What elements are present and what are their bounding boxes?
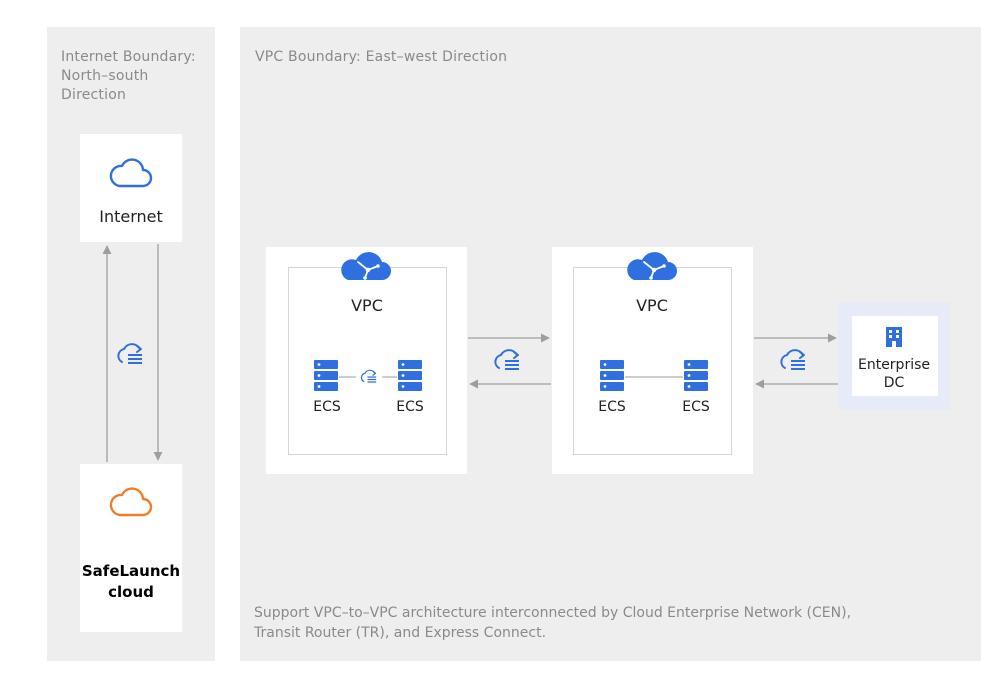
safelaunch-label: SafeLaunch cloud: [80, 561, 182, 603]
vpc-right-ecs-right-label: ECS: [682, 399, 710, 415]
safelaunch-label-line-1: SafeLaunch: [81, 562, 181, 580]
internet-label: Internet: [99, 207, 163, 226]
vpc-right-ecs-right-server-icon: [684, 360, 708, 391]
safelaunch-label-line-2: cloud: [108, 583, 154, 601]
vpc-right-ecs-left-server-icon: [600, 360, 624, 391]
vpc-interconnect-icon: [494, 349, 520, 370]
enterprise-dc-label-line-1: Enterprise: [857, 357, 931, 373]
enterprise-dc-label: Enterprise DC: [838, 356, 950, 392]
caption-line-1: Support VPC–to–VPC architecture intercon…: [254, 605, 852, 621]
internet-boundary-title: Internet Boundary: North–south Direction: [61, 48, 196, 105]
vpc-left-ecs-left-label: ECS: [313, 399, 341, 415]
vpc-left-ecs-right-label: ECS: [396, 399, 424, 415]
express-connect-icon: [780, 349, 806, 370]
vpc-right-label: VPC: [636, 296, 668, 315]
diagram-caption: Support VPC–to–VPC architecture intercon…: [254, 603, 954, 643]
north-south-network-icon: [117, 343, 143, 364]
caption-line-2: Transit Router (TR), and Express Connect…: [254, 625, 547, 641]
vpc-left-ecs-right-server-icon: [398, 360, 422, 391]
vpc-right-ecs-left-label: ECS: [598, 399, 626, 415]
vpc-left-ecs-left-server-icon: [314, 360, 338, 391]
vpc-left-label: VPC: [351, 296, 383, 315]
internet-node: Internet: [80, 134, 182, 242]
internet-boundary-title-line-1: Internet Boundary:: [61, 49, 196, 65]
enterprise-dc-label-line-2: DC: [883, 375, 905, 391]
vpc-right-cloud-icon: [626, 251, 678, 281]
internet-cloud-icon: [109, 158, 153, 188]
safelaunch-node: SafeLaunch cloud: [80, 464, 182, 632]
safelaunch-cloud-icon: [109, 487, 153, 517]
vpc-left-cloud-icon: [340, 251, 392, 281]
vpc-boundary-title: VPC Boundary: East–west Direction: [255, 49, 508, 65]
building-icon: [886, 327, 902, 347]
internet-boundary-title-line-2: North–south: [61, 68, 149, 84]
internet-boundary-title-line-3: Direction: [61, 87, 127, 103]
